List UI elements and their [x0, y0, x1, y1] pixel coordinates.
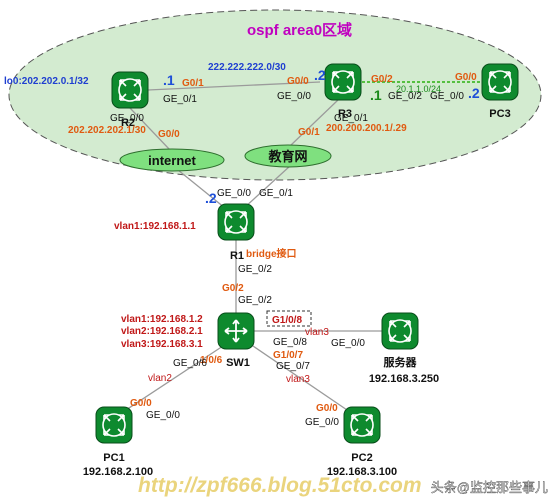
pc3-dot2: .2 [468, 85, 480, 101]
pc2-g00: G0/0 [316, 403, 338, 414]
sw-ge08: GE_0/8 [273, 337, 307, 348]
pc3-label: PC3 [489, 108, 510, 120]
server-ge00: GE_0/0 [331, 338, 365, 349]
g108-selection-box [266, 310, 312, 327]
link-r2-internet [129, 107, 171, 151]
link-edu-r1 [243, 165, 291, 209]
pc2-router-icon[interactable] [343, 406, 381, 444]
sw-vlan3: vlan3:192.168.3.1 [121, 339, 203, 350]
r3-router-icon[interactable] [324, 63, 362, 101]
r3-pc3-net: 20.1.1.0/24 [396, 84, 441, 94]
link-r2-r3 [147, 81, 321, 91]
r3-dot2: .2 [314, 67, 326, 83]
pc1-router-icon[interactable] [95, 406, 133, 444]
r2-ge00: GE_0/0 [110, 113, 144, 124]
r3-ge01: GE_0/1 [334, 113, 368, 124]
cloud-edu-label: 教育网 [267, 149, 307, 164]
pc2-label: PC2 [351, 452, 372, 464]
r3-label: R3 [338, 108, 352, 120]
r2-ge01: GE_0/1 [163, 94, 197, 105]
pc1-ge00: GE_0/0 [146, 410, 180, 421]
link-internet-r1 [177, 169, 226, 209]
g108: G1/0/8 [272, 315, 302, 326]
g106-frag: 1/0/6 [200, 355, 223, 366]
r3-g02: G0/2 [371, 74, 393, 85]
r1-ge01: GE_0/1 [259, 188, 293, 199]
sw-ge06: GE_0/6 [173, 358, 207, 369]
r2-router-icon[interactable] [111, 71, 149, 109]
ospf-area0-region [8, 9, 542, 181]
sw1-switch-icon[interactable] [217, 312, 255, 350]
link-sw1-pc1 [125, 343, 227, 411]
r2-label: R2 [121, 117, 135, 129]
link-r3-edu [289, 99, 339, 147]
pc1-label: PC1 [103, 452, 124, 464]
server-ip: 192.168.3.250 [369, 373, 439, 385]
sw-ge07: GE_0/7 [276, 361, 310, 372]
pc1-g00: G0/0 [130, 398, 152, 409]
r1-dot2: .2 [205, 190, 217, 206]
sw1-ge02: GE_0/2 [238, 295, 272, 306]
cloud-internet-label: internet [148, 153, 196, 168]
r1-ge02: GE_0/2 [238, 264, 272, 275]
r3-g00: G0/0 [287, 76, 309, 87]
vlan3-server: vlan3 [305, 327, 329, 338]
cloud-edu: 教育网 [244, 144, 332, 168]
pc3-router-icon[interactable] [481, 63, 519, 101]
bridge-label: bridge接口 [246, 247, 297, 260]
vlan2-pc1: vlan2 [148, 373, 172, 384]
r3-ge00: GE_0/0 [277, 91, 311, 102]
server-label: 服务器 [384, 355, 418, 369]
r3-g01: G0/1 [298, 127, 320, 138]
area-title: ospf area0区域 [247, 21, 352, 39]
link-sw1-pc2 [249, 343, 351, 413]
pc3-g00: G0/0 [455, 72, 477, 83]
links [125, 81, 384, 413]
credit-text: 头条@监控那些事儿 [431, 480, 548, 495]
sw1-label: SW1 [226, 357, 250, 369]
pc2-ip: 192.168.3.100 [327, 466, 397, 478]
sw-vlan1: vlan1:192.168.1.2 [121, 314, 203, 325]
r3-pc3-dot1: .1 [370, 87, 382, 103]
r1-label: R1 [230, 250, 244, 262]
r2-r3-net-label: 222.222.222.0/30 [208, 62, 286, 73]
edu-ip: 200.200.200.1/.29 [326, 123, 407, 134]
r2-g00: G0/0 [158, 129, 180, 140]
r3-ge02: GE_0/2 [388, 91, 422, 102]
sw-vlan2: vlan2:192.168.2.1 [121, 326, 203, 337]
r1-vlan1: vlan1:192.168.1.1 [114, 221, 196, 232]
r2-inet-ip: 202.202.202.1/30 [68, 125, 146, 136]
server-router-icon[interactable] [381, 312, 419, 350]
cloud-internet: internet [119, 148, 225, 172]
sw1-g02: G0/2 [222, 283, 244, 294]
pc1-ip: 192.168.2.100 [83, 466, 153, 478]
r1-router-icon[interactable] [217, 203, 255, 241]
r2-g01: G0/1 [182, 78, 204, 89]
watermark-text: http://zpf666.blog.51cto.com [138, 474, 422, 497]
lo0-label: lo0:202.202.0.1/32 [4, 76, 89, 87]
pc2-ge00: GE_0/0 [305, 417, 339, 428]
r2-dot1: .1 [163, 72, 175, 88]
r1-ge00: GE_0/0 [217, 188, 251, 199]
vlan3-pc2: vlan3 [286, 374, 310, 385]
pc3-ge00: GE_0/0 [430, 91, 464, 102]
g107: G1/0/7 [273, 350, 303, 361]
